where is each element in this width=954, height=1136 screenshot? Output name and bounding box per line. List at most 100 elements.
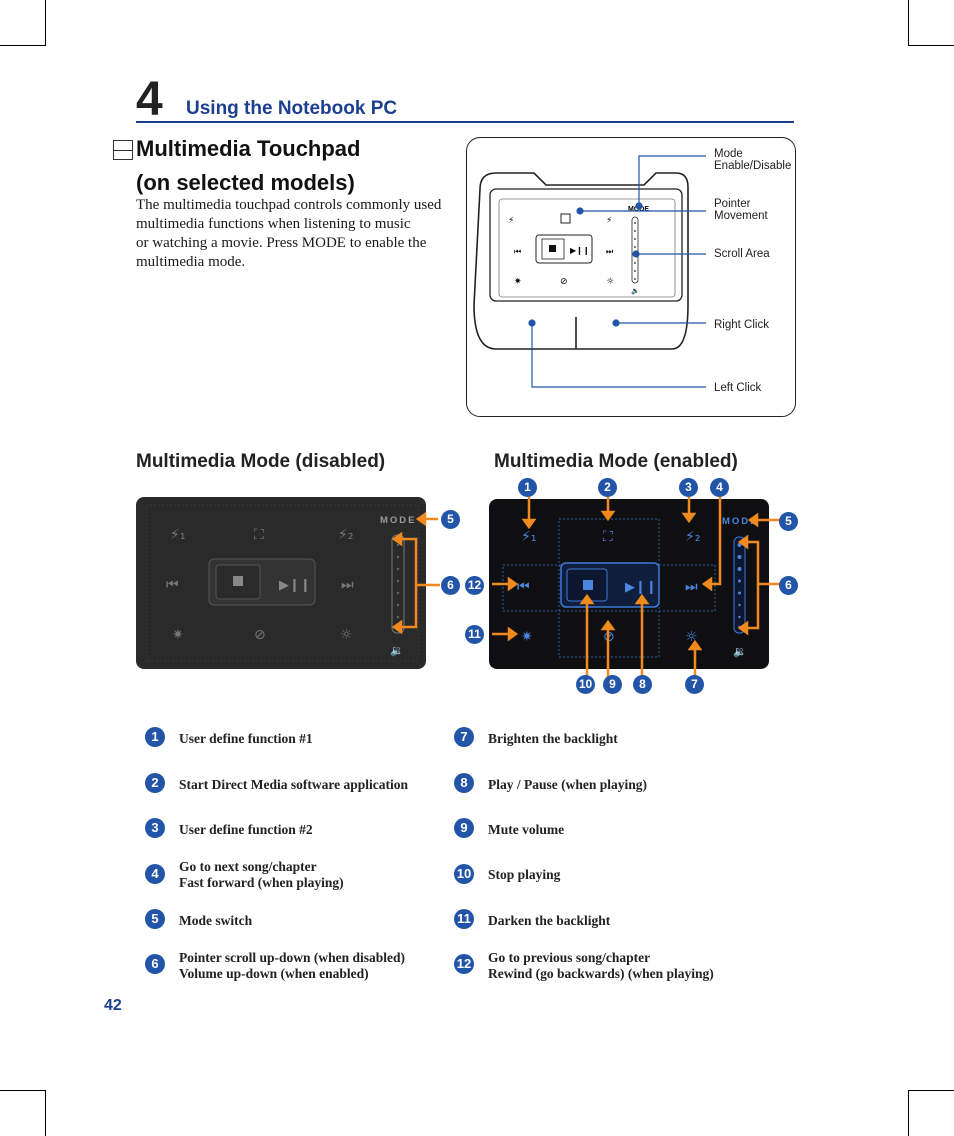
legend-number: 6: [145, 954, 165, 974]
legend-item: Mute volume: [488, 822, 565, 837]
prev-icon: ⏮: [514, 247, 521, 256]
fn1-icon: ⚡₁: [170, 527, 185, 543]
section-title: Multimedia Touchpad (on selected models): [136, 132, 360, 200]
media-icon: [560, 213, 571, 224]
touchpad-illustration: ⚡ ⚡ MODE ▶❙❙ ⏮ ⏭ ✷ ⊘ ☼ 🔉: [473, 155, 706, 388]
next-icon: ⏭: [606, 247, 613, 256]
badge-10: 10: [576, 675, 595, 694]
fn2-icon: ⚡: [606, 216, 612, 226]
svg-text:🔉: 🔉: [631, 287, 640, 295]
badge-11: 11: [465, 625, 484, 644]
legend-number: 5: [145, 909, 165, 929]
legend-item: Brighten the backlight: [488, 731, 618, 746]
intro-line: The multimedia touchpad controls commonl…: [136, 197, 442, 213]
media-icon: ⛶: [254, 527, 264, 543]
badge-1: 1: [518, 478, 537, 497]
legend-item: User define function #1: [179, 731, 313, 746]
legend-item: Play / Pause (when playing): [488, 777, 648, 792]
intro-line: multimedia mode.: [136, 254, 246, 270]
enabled-mode-title: Multimedia Mode (enabled): [494, 451, 738, 472]
chapter-number: 4: [136, 73, 163, 126]
brighten-icon: ☼: [340, 627, 353, 643]
svg-text:▶❙❙: ▶❙❙: [625, 580, 657, 595]
badge-7: 7: [685, 675, 704, 694]
crop-mark: [45, 0, 46, 46]
legend-item: Stop playing: [488, 867, 561, 882]
next-icon: ⏭: [341, 577, 354, 593]
header-rule: [136, 121, 794, 123]
legend-number: 7: [454, 727, 474, 747]
callout-pointer: Pointer Movement: [714, 198, 768, 222]
mode-label: MODE: [380, 515, 417, 526]
svg-text:▶❙❙: ▶❙❙: [570, 246, 590, 255]
badge-9: 9: [603, 675, 622, 694]
legend-number: 9: [454, 818, 474, 838]
disabled-arrows: [392, 511, 440, 635]
callout-right-click: Right Click: [714, 319, 769, 331]
fn2-icon: ⚡₂: [338, 527, 353, 543]
legend-number: 3: [145, 818, 165, 838]
legend-item: Start Direct Media software application: [179, 777, 408, 792]
badge-6: 6: [441, 576, 460, 595]
badge-2: 2: [598, 478, 617, 497]
volume-icon: 🔉: [390, 644, 404, 657]
darken-icon: ✷: [172, 627, 184, 643]
brighten-icon: ☼: [606, 277, 614, 287]
mute-icon: ⊘: [560, 277, 568, 287]
prev-icon: ⏮: [517, 579, 530, 595]
crop-mark: [45, 1090, 46, 1136]
legend-number: 12: [454, 954, 474, 974]
darken-icon: ✷: [521, 629, 533, 645]
badge-5: 5: [441, 510, 460, 529]
badge-3: 3: [679, 478, 698, 497]
badge-12: 12: [465, 576, 484, 595]
fn1-icon: ⚡₁: [521, 529, 536, 545]
crop-mark: [0, 45, 46, 46]
mute-icon: ⊘: [254, 627, 266, 643]
legend-item: Pointer scroll up-down (when disabled)Vo…: [179, 950, 406, 981]
badge-4: 4: [710, 478, 729, 497]
darken-icon: ✷: [514, 277, 522, 287]
section-title-line1: Multimedia Touchpad: [136, 136, 361, 161]
callout-scroll: Scroll Area: [714, 248, 770, 260]
media-icon: ⛶: [603, 529, 613, 545]
intro-line: multimedia functions when listening to m…: [136, 216, 411, 232]
crop-mark: [908, 1090, 954, 1091]
badge-5: 5: [779, 512, 798, 531]
fn1-icon: ⚡: [508, 216, 514, 226]
legend-number: 2: [145, 773, 165, 793]
legend-number: 10: [454, 864, 474, 884]
section-title-line2: (on selected models): [136, 170, 355, 195]
badge-8: 8: [633, 675, 652, 694]
badge-6: 6: [779, 576, 798, 595]
fn2-icon: ⚡₂: [685, 529, 700, 545]
prev-icon: ⏮: [166, 577, 179, 593]
volume-icon: 🔉: [733, 645, 747, 658]
intro-line: or watching a movie. Press MODE to enabl…: [136, 235, 427, 251]
chapter-title: Using the Notebook PC: [186, 98, 398, 119]
svg-text:▶❙❙: ▶❙❙: [279, 578, 311, 593]
disabled-mode-title: Multimedia Mode (disabled): [136, 451, 386, 472]
callout-mode: Mode Enable/Disable: [714, 148, 792, 172]
crop-mark: [908, 0, 909, 46]
legend-item: Darken the backlight: [488, 913, 611, 928]
crop-mark: [908, 1090, 909, 1136]
intro-paragraph: The multimedia touchpad controls commonl…: [136, 196, 466, 272]
legend-number: 11: [454, 909, 474, 929]
touchpad-diagram: [466, 137, 796, 417]
legend-number: 1: [145, 727, 165, 747]
enabled-arrows: [492, 496, 786, 682]
legend-item: User define function #2: [179, 822, 313, 837]
mode-label: MODE: [722, 516, 759, 527]
legend-number: 4: [145, 864, 165, 884]
touchpad-disabled-icons: ⚡₁ ⛶ ⚡₂ ⏮ ⏭ ✷ ⊘ ☼ 🔉 ▶❙❙ MODE: [145, 504, 419, 662]
section-icon: [113, 140, 133, 160]
page-number: 42: [104, 997, 122, 1014]
callout-left-click: Left Click: [714, 382, 762, 394]
legend-item: Mode switch: [179, 913, 253, 928]
crop-mark: [908, 45, 954, 46]
next-icon: ⏭: [685, 579, 698, 595]
legend-number: 8: [454, 773, 474, 793]
